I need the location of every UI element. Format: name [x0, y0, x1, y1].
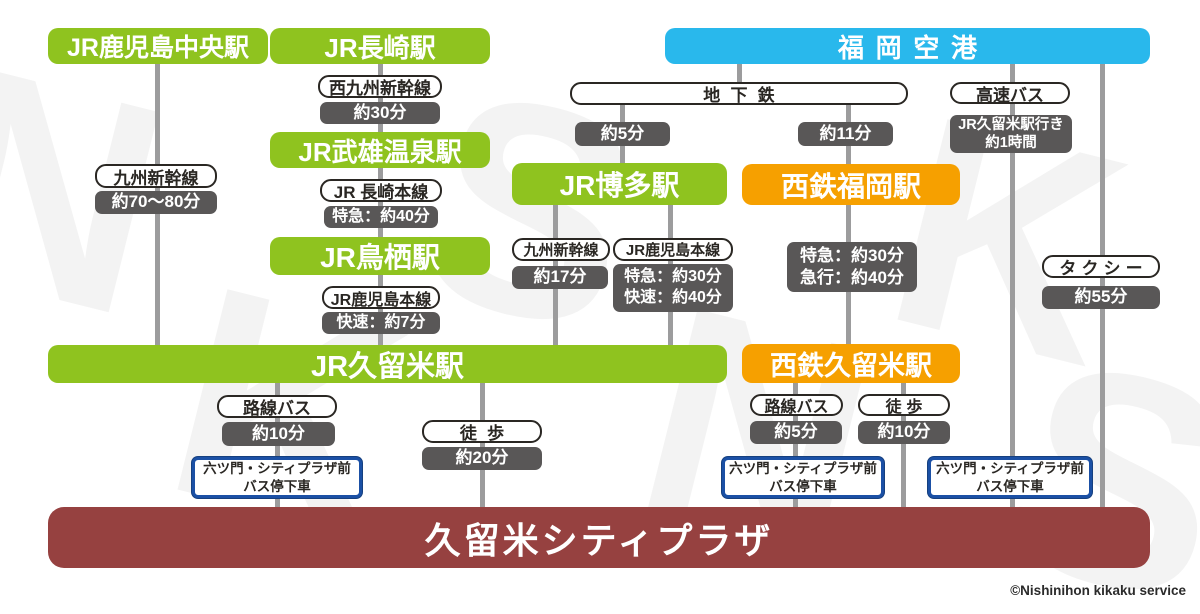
duration-subway-nishitetsu: 約11分	[798, 122, 893, 146]
connector-nishitetsukurume-walk	[901, 383, 906, 507]
route-pill-highway-bus: 高速バス	[950, 82, 1070, 105]
station-nishitetsu-kurume: 西鉄久留米駅	[742, 344, 960, 383]
destination-kurume-city-plaza: 久留米シティプラザ	[48, 507, 1150, 568]
bus-stop-box-jr-kurume: 六ツ門・シティプラザ前 バス停下車	[192, 457, 362, 498]
station-jr-hakata: JR博多駅	[512, 163, 727, 205]
bus-stop-name: 六ツ門・シティプラザ前	[203, 460, 351, 476]
connector-airport-to-subway	[737, 64, 742, 84]
route-pill-kyushu-shinkansen: 九州新幹線	[95, 164, 217, 188]
duration-local-bus-jr: 約10分	[222, 422, 335, 446]
station-jr-kagoshima-chuo: JR鹿児島中央駅	[48, 28, 268, 64]
route-pill-walk-nishitetsu: 徒歩	[858, 394, 950, 416]
station-nishitetsu-fukuoka: 西鉄福岡駅	[742, 164, 960, 205]
duration-highway-bus: JR久留米駅行き 約1時間	[950, 115, 1072, 153]
duration-subway-hakata: 約5分	[575, 122, 670, 146]
station-fukuoka-airport: 福岡空港	[665, 28, 1150, 64]
duration-jr-nagasaki-honsen: 特急：約40分	[324, 206, 438, 228]
duration-highway-bus-line1: JR久留米駅行き	[958, 116, 1064, 133]
bus-stop-action: バス停下車	[976, 478, 1044, 494]
duration-jr-kagoshima-honsen-tosu: 快速：約7分	[322, 312, 440, 334]
duration-walk-nishitetsu: 約10分	[858, 421, 950, 444]
bus-stop-box-nishitetsu-kurume: 六ツ門・シティプラザ前 バス停下車	[722, 457, 884, 498]
bus-stop-box-highway-bus: 六ツ門・シティプラザ前 バス停下車	[928, 457, 1092, 498]
bus-stop-action: バス停下車	[243, 478, 311, 494]
connector-jrkurume-walk	[480, 383, 485, 507]
duration-kyushu-shinkansen-hakata: 約17分	[512, 266, 608, 289]
duration-hakata-line2: 快速：約40分	[624, 289, 722, 306]
route-pill-walk-jr: 徒歩	[422, 420, 542, 443]
route-pill-kyushu-shinkansen-hakata: 九州新幹線	[512, 238, 610, 261]
connector-subway-to-nishitetsu	[846, 103, 851, 344]
bus-stop-action: バス停下車	[769, 478, 837, 494]
duration-highway-bus-line2: 約1時間	[985, 135, 1037, 151]
duration-kyushu-shinkansen: 約70〜80分	[95, 191, 217, 214]
route-pill-taxi: タクシー	[1042, 255, 1160, 278]
duration-taxi: 約55分	[1042, 286, 1160, 309]
bus-stop-name: 六ツ門・シティプラザ前	[936, 460, 1084, 476]
station-jr-nagasaki: JR長崎駅	[270, 28, 490, 64]
route-pill-nishikyushu-shinkansen: 西九州新幹線	[318, 75, 442, 98]
route-pill-local-bus-jr: 路線バス	[217, 395, 337, 418]
credit-text: ©Nishinihon kikaku service	[1010, 583, 1186, 598]
route-pill-jr-kagoshima-honsen-tosu: JR鹿児島本線	[322, 286, 440, 309]
duration-local-bus-nishitetsu: 約5分	[750, 421, 842, 444]
duration-nishitetsu-line1: 特急：約30分	[800, 245, 904, 265]
station-jr-kurume: JR久留米駅	[48, 345, 727, 383]
route-pill-jr-nagasaki-honsen: JR 長崎本線	[320, 179, 442, 202]
duration-walk-jr: 約20分	[422, 447, 542, 470]
route-pill-jr-kagoshima-honsen-hakata: JR鹿児島本線	[613, 238, 733, 261]
duration-nishitetsu-line: 特急：約30分 急行：約40分	[787, 242, 917, 292]
route-pill-subway: 地下鉄	[570, 82, 908, 105]
route-pill-local-bus-nishitetsu: 路線バス	[750, 394, 843, 416]
duration-nishitetsu-line2: 急行：約40分	[800, 268, 904, 287]
connector-taxi	[1100, 64, 1105, 507]
station-jr-tosu: JR鳥栖駅	[270, 237, 490, 275]
bus-stop-name: 六ツ門・シティプラザ前	[729, 460, 877, 476]
duration-hakata-line1: 特急：約30分	[624, 268, 722, 286]
station-jr-takeo-onsen: JR武雄温泉駅	[270, 132, 490, 168]
connector-highway-bus	[1010, 64, 1015, 507]
connector-nishitetsukurume-bus	[793, 383, 798, 507]
duration-jr-kagoshima-honsen-hakata: 特急：約30分 快速：約40分	[613, 264, 733, 312]
duration-nishikyushu-shinkansen: 約30分	[320, 102, 440, 124]
watermark-letter: N	[0, 0, 195, 380]
connector-nagasaki-chain	[378, 64, 383, 345]
